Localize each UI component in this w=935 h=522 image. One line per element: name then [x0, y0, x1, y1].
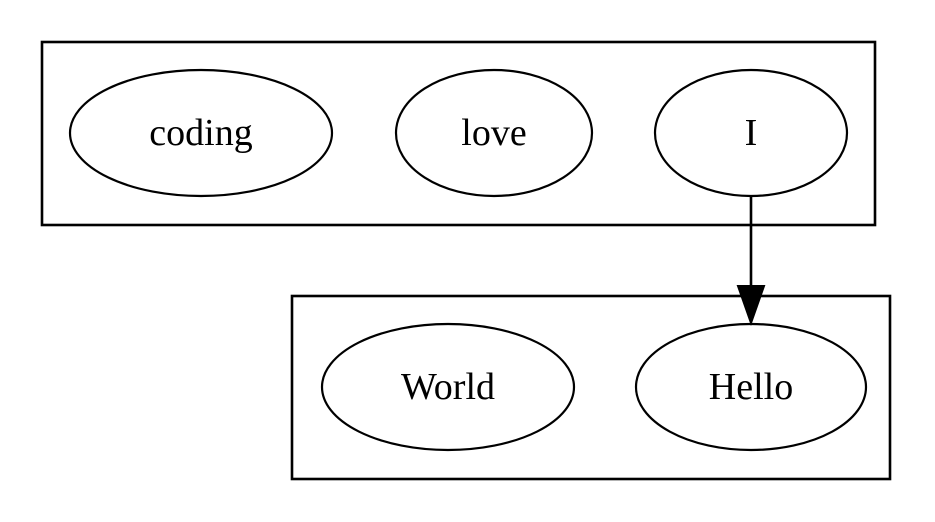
node-love-ellipse [394, 68, 594, 198]
node-love-label: love [461, 112, 526, 154]
node-hello: Hello [634, 322, 868, 452]
node-world-ellipse [320, 322, 576, 452]
node-i-label: I [745, 112, 758, 154]
node-world: World [320, 322, 576, 452]
node-hello-label: Hello [709, 366, 793, 408]
node-i: I [653, 68, 849, 198]
cluster-top: coding love I [40, 40, 877, 227]
node-coding-label: coding [149, 112, 252, 154]
edge-i-to-hello [736, 196, 766, 327]
node-world-label: World [401, 366, 495, 408]
cluster-bottom: World Hello [290, 294, 892, 481]
node-coding-ellipse [68, 68, 334, 198]
node-coding: coding [68, 68, 334, 198]
edge-i-to-hello-arrowhead [736, 285, 766, 327]
node-love: love [394, 68, 594, 198]
